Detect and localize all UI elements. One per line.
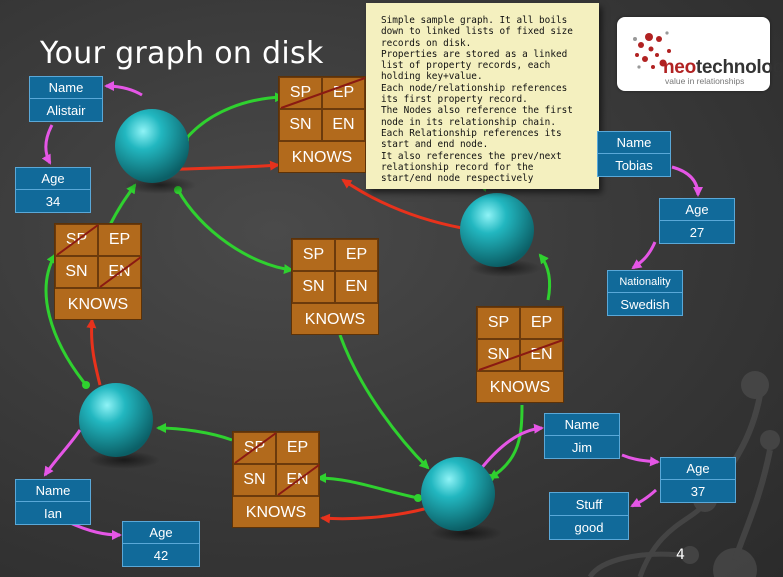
note-line: Simple sample graph. It all boils down t… <box>381 15 573 49</box>
property-key: Age <box>123 522 199 544</box>
company-logo: neotechnology value in relationships <box>617 17 783 91</box>
property-key: Nationality <box>608 271 682 293</box>
property-key: Age <box>661 458 735 480</box>
strike-line <box>478 339 564 371</box>
property-value: Tobias <box>598 154 670 176</box>
property-key: Age <box>660 199 734 221</box>
property-key: Age <box>16 168 90 190</box>
strike-line <box>280 77 366 109</box>
property-value: 42 <box>123 544 199 566</box>
record-sp: SP <box>292 239 335 271</box>
record-type: KNOWS <box>477 371 563 403</box>
record-sn: SN <box>292 271 335 303</box>
property-value: Ian <box>16 502 90 524</box>
property-key: Name <box>598 132 670 154</box>
relationship-record: SP EP SN EN KNOWS <box>232 431 320 528</box>
record-sn: SN <box>279 109 322 141</box>
relationship-record: SP EP SN EN KNOWS <box>476 306 564 403</box>
node-jim <box>421 457 495 531</box>
node-spheres <box>79 109 541 542</box>
property-record: Name Ian <box>15 479 91 525</box>
page-title: Your graph on disk <box>40 36 324 71</box>
strike-line <box>234 432 320 496</box>
property-key: Name <box>545 414 619 436</box>
note-line: Each node/relationship references its fi… <box>381 82 568 106</box>
record-en: EN <box>335 271 378 303</box>
property-value: 27 <box>660 221 734 243</box>
property-key: Name <box>16 480 90 502</box>
property-value: Swedish <box>608 293 682 315</box>
property-value: Alistair <box>30 99 102 121</box>
logo-wordmark: neotechnology <box>663 57 783 79</box>
property-key: Stuff <box>550 493 628 516</box>
page-number: 4 <box>676 547 685 563</box>
record-sn: SN <box>233 464 276 496</box>
note-line: Each Relationship references its start a… <box>381 127 562 151</box>
property-record: Name Tobias <box>597 131 671 177</box>
record-ep: EP <box>98 224 141 256</box>
note-line: It also references the prev/next relatio… <box>381 150 562 185</box>
logo-dots-icon <box>633 31 671 69</box>
property-value: 34 <box>16 190 90 212</box>
note-line: The Nodes also reference the first node … <box>381 105 573 128</box>
property-record: Stuff good <box>549 492 629 540</box>
strike-line <box>56 224 142 288</box>
property-record: Age 27 <box>659 198 735 244</box>
note-line: Properties are stored as a linked list o… <box>381 48 568 83</box>
property-key: Name <box>30 77 102 99</box>
property-value: Jim <box>545 436 619 458</box>
record-type: KNOWS <box>55 288 141 320</box>
record-ep: EP <box>520 307 563 339</box>
relationship-record: SP EP SN EN KNOWS <box>278 76 366 173</box>
record-sn: SN <box>55 256 98 288</box>
property-record: Name Alistair <box>29 76 103 122</box>
logo-tagline: value in relationships <box>665 76 745 86</box>
property-value: good <box>550 516 628 539</box>
sticky-note: Simple sample graph. It all boils down t… <box>366 3 599 189</box>
relationship-record: SP EP SN EN KNOWS <box>54 223 142 320</box>
relationship-record: SP EP SN EN KNOWS <box>291 238 379 335</box>
record-type: KNOWS <box>279 141 365 173</box>
record-ep: EP <box>276 432 319 464</box>
property-record: Age 37 <box>660 457 736 503</box>
node-tobias <box>460 193 534 267</box>
node-alistair <box>115 109 189 183</box>
record-sp: SP <box>477 307 520 339</box>
logo-accent: neo <box>663 57 696 78</box>
record-type: KNOWS <box>233 496 319 528</box>
property-record: Age 42 <box>122 521 200 567</box>
node-ian <box>79 383 153 457</box>
property-record: Age 34 <box>15 167 91 213</box>
record-en: EN <box>322 109 365 141</box>
logo-rest: technology <box>695 57 783 78</box>
record-ep: EP <box>335 239 378 271</box>
property-record: Nationality Swedish <box>607 270 683 316</box>
property-value: 37 <box>661 480 735 502</box>
record-type: KNOWS <box>292 303 378 335</box>
property-record: Name Jim <box>544 413 620 459</box>
